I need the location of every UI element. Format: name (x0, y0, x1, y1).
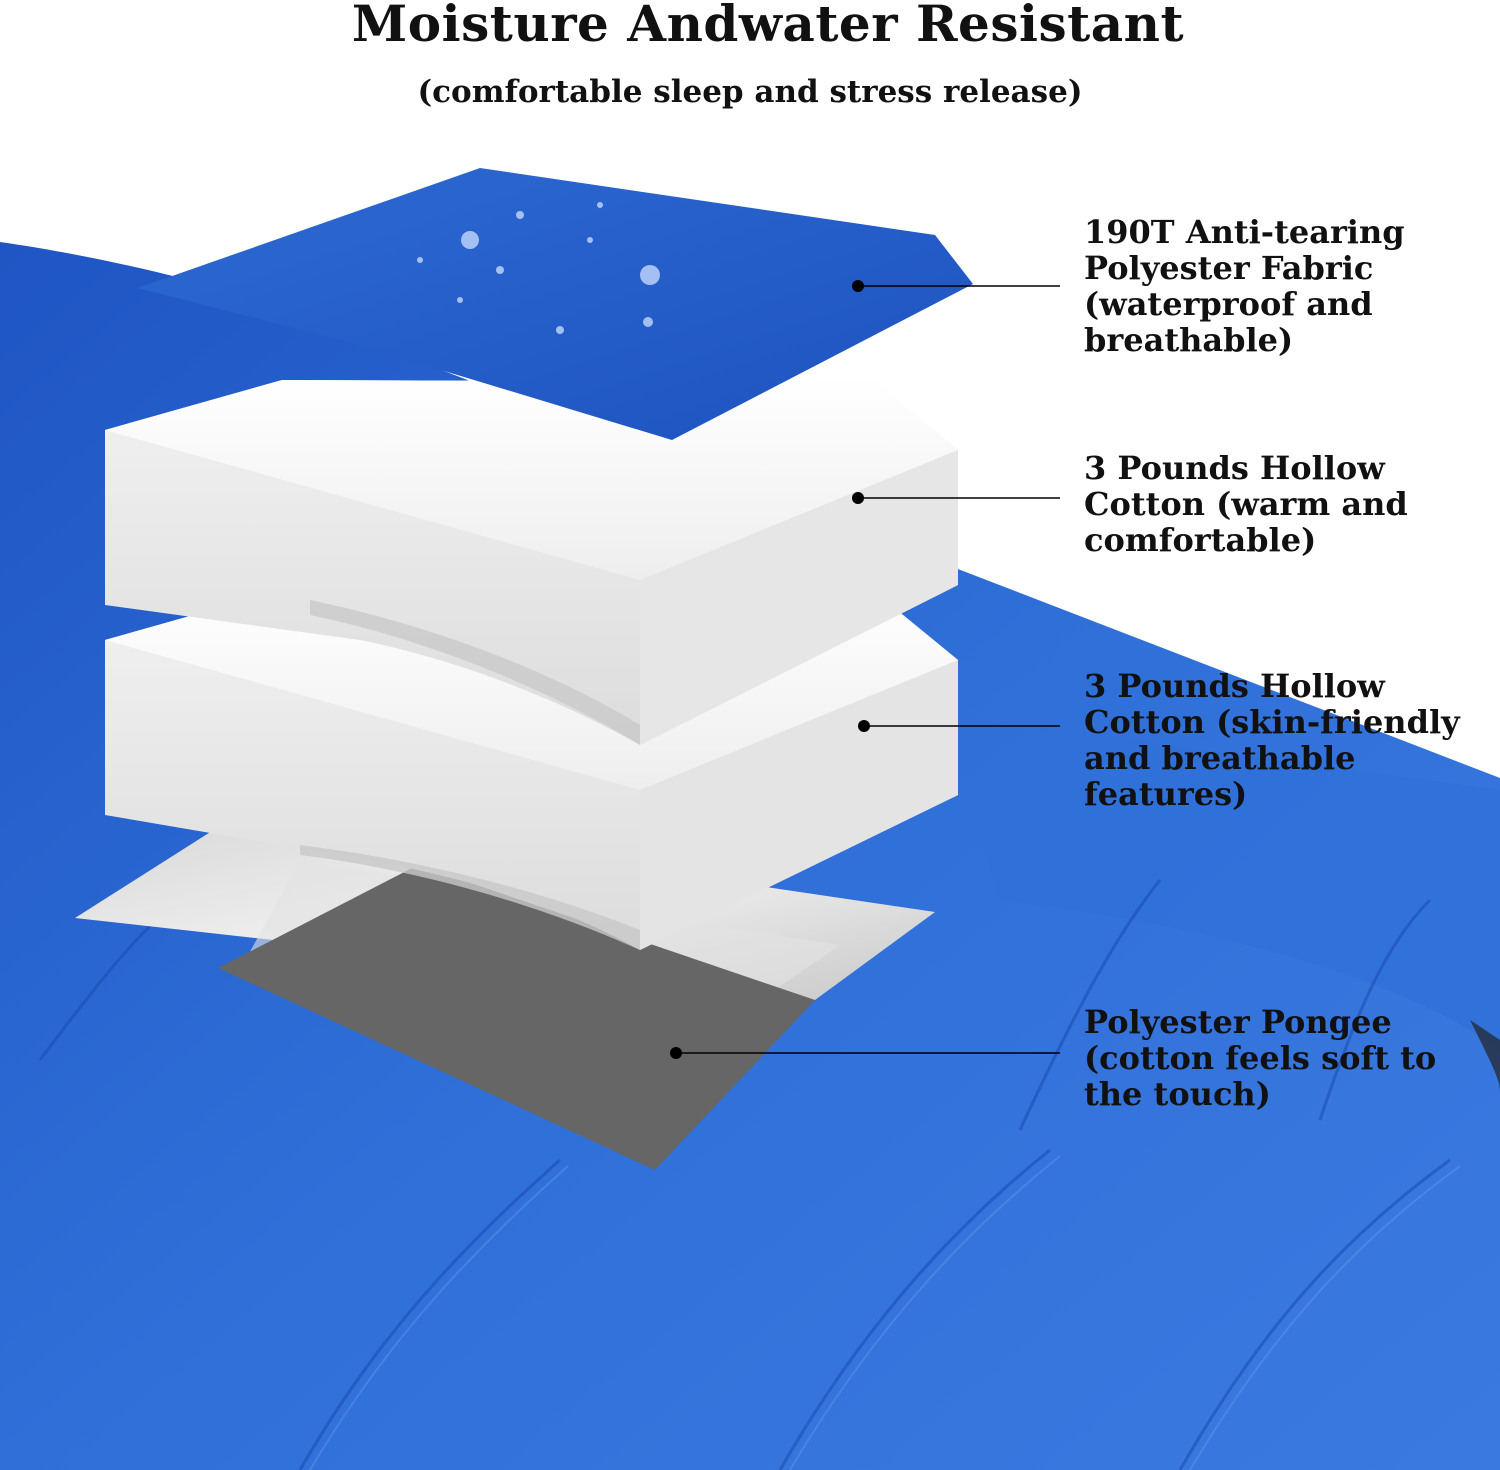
page-subtitle: (comfortable sleep and stress release) (417, 74, 1083, 110)
label-hollow-cotton-warm: 3 Pounds Hollow Cotton (warm and comfort… (1084, 449, 1408, 559)
polyester-fabric-layer-graphic (138, 168, 973, 440)
callout-lines (670, 280, 1060, 1059)
callout-dot-3 (858, 720, 870, 732)
filling-pad-upper (105, 380, 958, 745)
label-hollow-cotton-skin-friendly: 3 Pounds Hollow Cotton (skin-friendly an… (1084, 667, 1460, 813)
page-title: Moisture Andwater Resistant (351, 0, 1185, 53)
label-polyester-pongee: Polyester Pongee (cotton feels soft to t… (1084, 1003, 1437, 1113)
label-polyester-fabric: 190T Anti-tearing Polyester Fabric (wate… (1084, 213, 1405, 359)
callout-dot-2 (852, 492, 864, 504)
callout-dot-4 (670, 1047, 682, 1059)
callout-dot-1 (852, 280, 864, 292)
pongee-layer-graphic (75, 810, 935, 1170)
